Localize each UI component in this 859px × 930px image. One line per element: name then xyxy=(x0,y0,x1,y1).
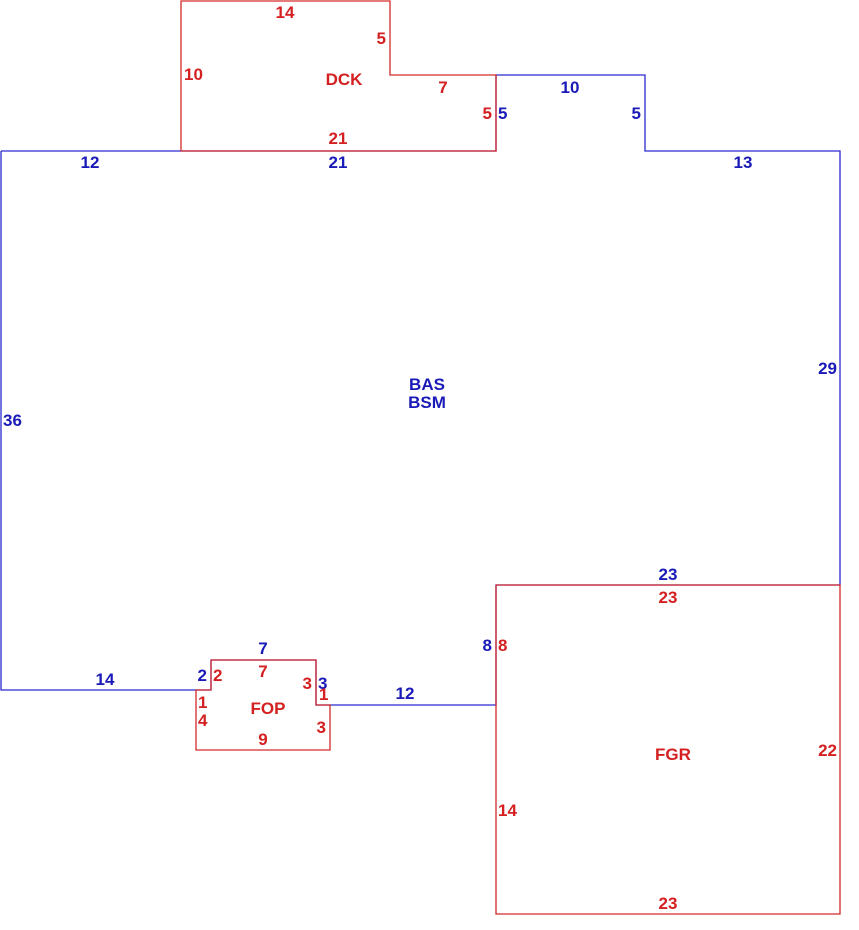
deck-outline xyxy=(180,0,497,152)
dim-porch-left-top: 2 xyxy=(213,666,222,685)
dim-main-garage-top: 23 xyxy=(659,565,678,584)
dim-main-notch-top: 10 xyxy=(561,78,580,97)
dim-deck-step-right: 5 xyxy=(377,29,386,48)
dim-porch-right-step: 1 xyxy=(319,685,328,704)
dim-garage-left-top: 8 xyxy=(498,636,507,655)
dim-porch-left-step: 1 xyxy=(198,693,207,712)
dim-main-left: 36 xyxy=(3,411,22,430)
area-label-fgr: FGR xyxy=(655,745,691,764)
dim-main-porch-right: 3 xyxy=(318,674,327,693)
dim-main-notch-left: 5 xyxy=(498,104,507,123)
dim-garage-bottom: 23 xyxy=(659,894,678,913)
area-label-fop: FOP xyxy=(251,699,286,718)
dim-main-notch-right: 5 xyxy=(632,104,641,123)
dim-porch-top: 7 xyxy=(258,662,267,681)
dim-main-garage-side: 8 xyxy=(483,636,492,655)
dim-porch-left-bottom: 4 xyxy=(198,711,208,730)
dim-main-bottom-right: 12 xyxy=(396,684,415,703)
dim-main-top-mid: 21 xyxy=(329,153,348,172)
dim-main-porch-top: 7 xyxy=(258,639,267,658)
dim-main-porch-left: 2 xyxy=(198,666,207,685)
porch-outline xyxy=(195,659,331,751)
dim-deck-left: 10 xyxy=(184,65,203,84)
dim-porch-right-top: 3 xyxy=(303,674,312,693)
dim-garage-top: 23 xyxy=(659,588,678,607)
area-label-dck: DCK xyxy=(326,70,364,89)
dim-deck-step-bottom: 7 xyxy=(438,78,447,97)
garage-outline xyxy=(495,584,841,915)
dim-porch-bottom: 9 xyxy=(258,730,267,749)
dim-deck-right: 5 xyxy=(483,104,492,123)
dim-garage-left: 14 xyxy=(498,801,517,820)
area-label-bsm: BSM xyxy=(408,393,446,412)
dim-deck-bottom: 21 xyxy=(329,129,348,148)
dim-main-bottom-left: 14 xyxy=(96,670,115,689)
dim-deck-top: 14 xyxy=(276,3,295,22)
dim-main-top-left: 12 xyxy=(81,153,100,172)
dim-porch-right-bottom: 3 xyxy=(317,718,326,737)
dim-garage-right: 22 xyxy=(818,741,837,760)
area-label-bas: BAS xyxy=(409,375,445,394)
dim-main-right: 29 xyxy=(818,359,837,378)
dim-main-top-right: 13 xyxy=(734,153,753,172)
